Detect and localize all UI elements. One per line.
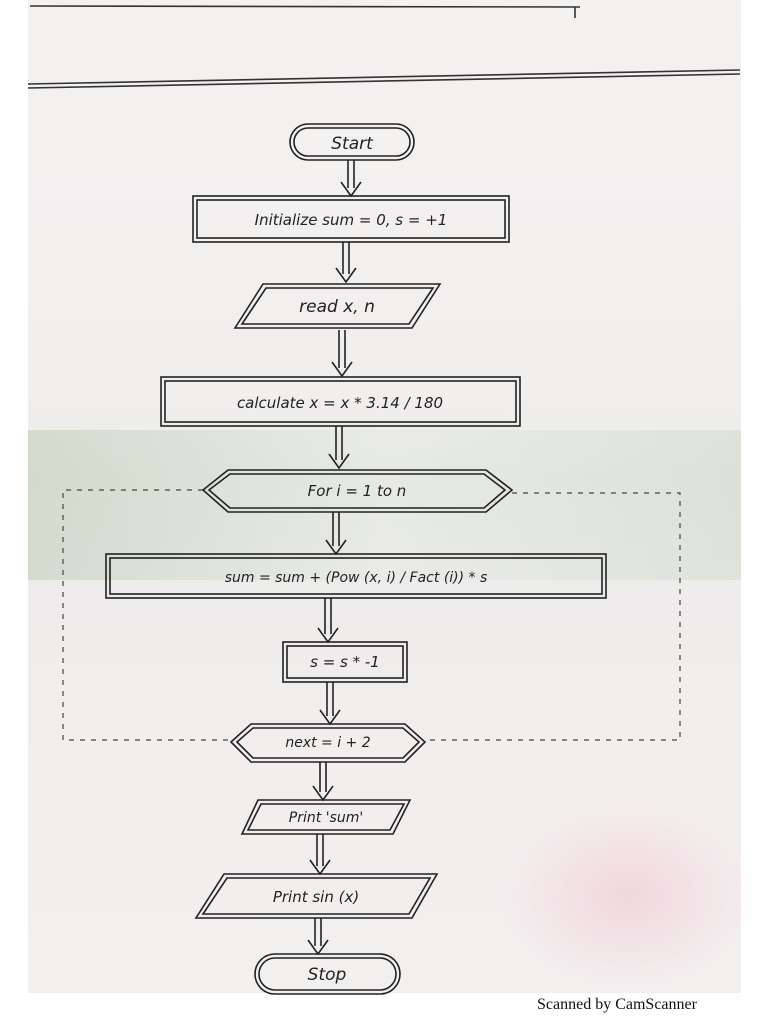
read-label: read x, n: [299, 297, 375, 317]
arrow-loop-to-sum: [325, 512, 347, 556]
sum-label: sum = sum + (Pow (x, i) / Fact (i)) * s: [225, 570, 488, 586]
print-sum-label: Print 'sum': [289, 810, 363, 826]
init-process-box: [192, 195, 510, 243]
print-sum-parallelogram: [240, 799, 412, 835]
loop-next-hexagon: [229, 723, 427, 763]
start-label: Start: [331, 134, 374, 154]
page-rule-lines: [27, 5, 741, 89]
print-sin-label: Print sin (x): [273, 888, 359, 906]
arrow-sum-to-sign: [317, 598, 339, 644]
read-input-parallelogram: [233, 283, 442, 329]
flow-arrows: [307, 160, 362, 956]
arrow-read-to-calculate: [331, 330, 353, 378]
calculate-label: calculate x = x * 3.14 / 180: [237, 394, 443, 412]
arrow-sign-to-next: [319, 682, 341, 726]
stop-label: Stop: [308, 965, 347, 985]
arrow-print-sin-to-stop: [307, 918, 329, 956]
loop-start-hexagon: [201, 469, 514, 513]
notebook-page: [28, 0, 758, 993]
arrow-calculate-to-loop: [328, 426, 350, 470]
arrow-print-sum-to-print-sin: [309, 834, 331, 876]
print-sin-parallelogram: [194, 873, 439, 919]
loop-boundary: [62, 489, 681, 741]
loop-start-label: For i = 1 to n: [308, 482, 407, 500]
calculate-process-box: [160, 376, 521, 427]
sign-label: s = s * -1: [310, 653, 380, 671]
page-stain: [498, 800, 758, 990]
start-terminal: [289, 123, 415, 161]
loop-next-label: next = i + 2: [285, 735, 370, 751]
arrow-next-to-print-sum: [312, 762, 334, 802]
arrow-start-to-init: [340, 160, 362, 198]
sign-process-box: [282, 641, 408, 683]
arrow-init-to-read: [335, 242, 357, 284]
scanner-watermark: Scanned by CamScanner: [537, 996, 697, 1013]
stop-terminal: [254, 953, 401, 995]
sum-process-box: [105, 553, 607, 599]
init-label: Initialize sum = 0, s = +1: [255, 211, 448, 229]
